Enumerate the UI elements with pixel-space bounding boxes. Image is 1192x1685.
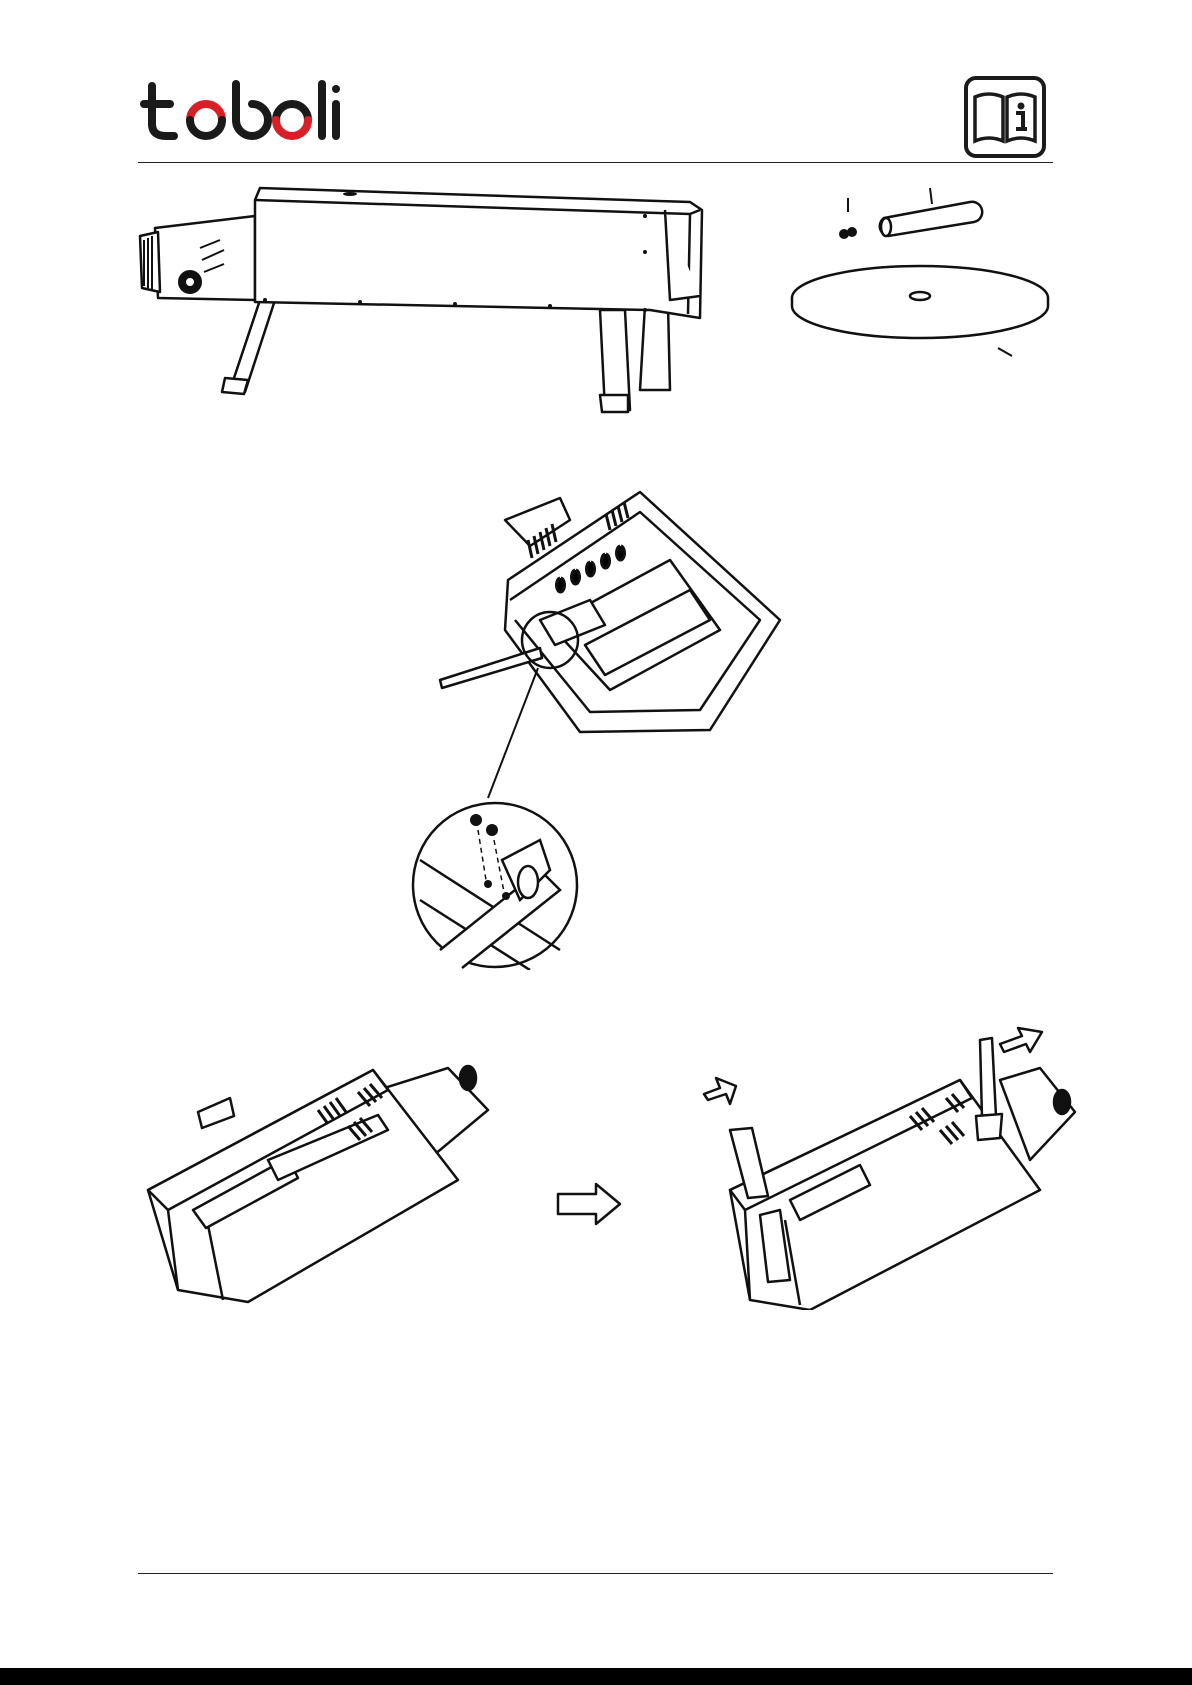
manual-info-icon <box>963 75 1047 159</box>
oven-legs-folded <box>138 1060 498 1310</box>
oven-legs-unfolded <box>690 1020 1080 1310</box>
toboli-logo <box>140 80 340 144</box>
header-divider <box>138 162 1053 163</box>
oven-bottom-view-with-detail <box>410 480 810 970</box>
handle-and-pizza-stone-parts <box>780 180 1060 360</box>
footer-divider <box>138 1573 1053 1574</box>
page-bottom-edge <box>0 1668 1192 1685</box>
oven-side-view <box>130 180 710 420</box>
right-arrow-icon <box>556 1182 622 1226</box>
